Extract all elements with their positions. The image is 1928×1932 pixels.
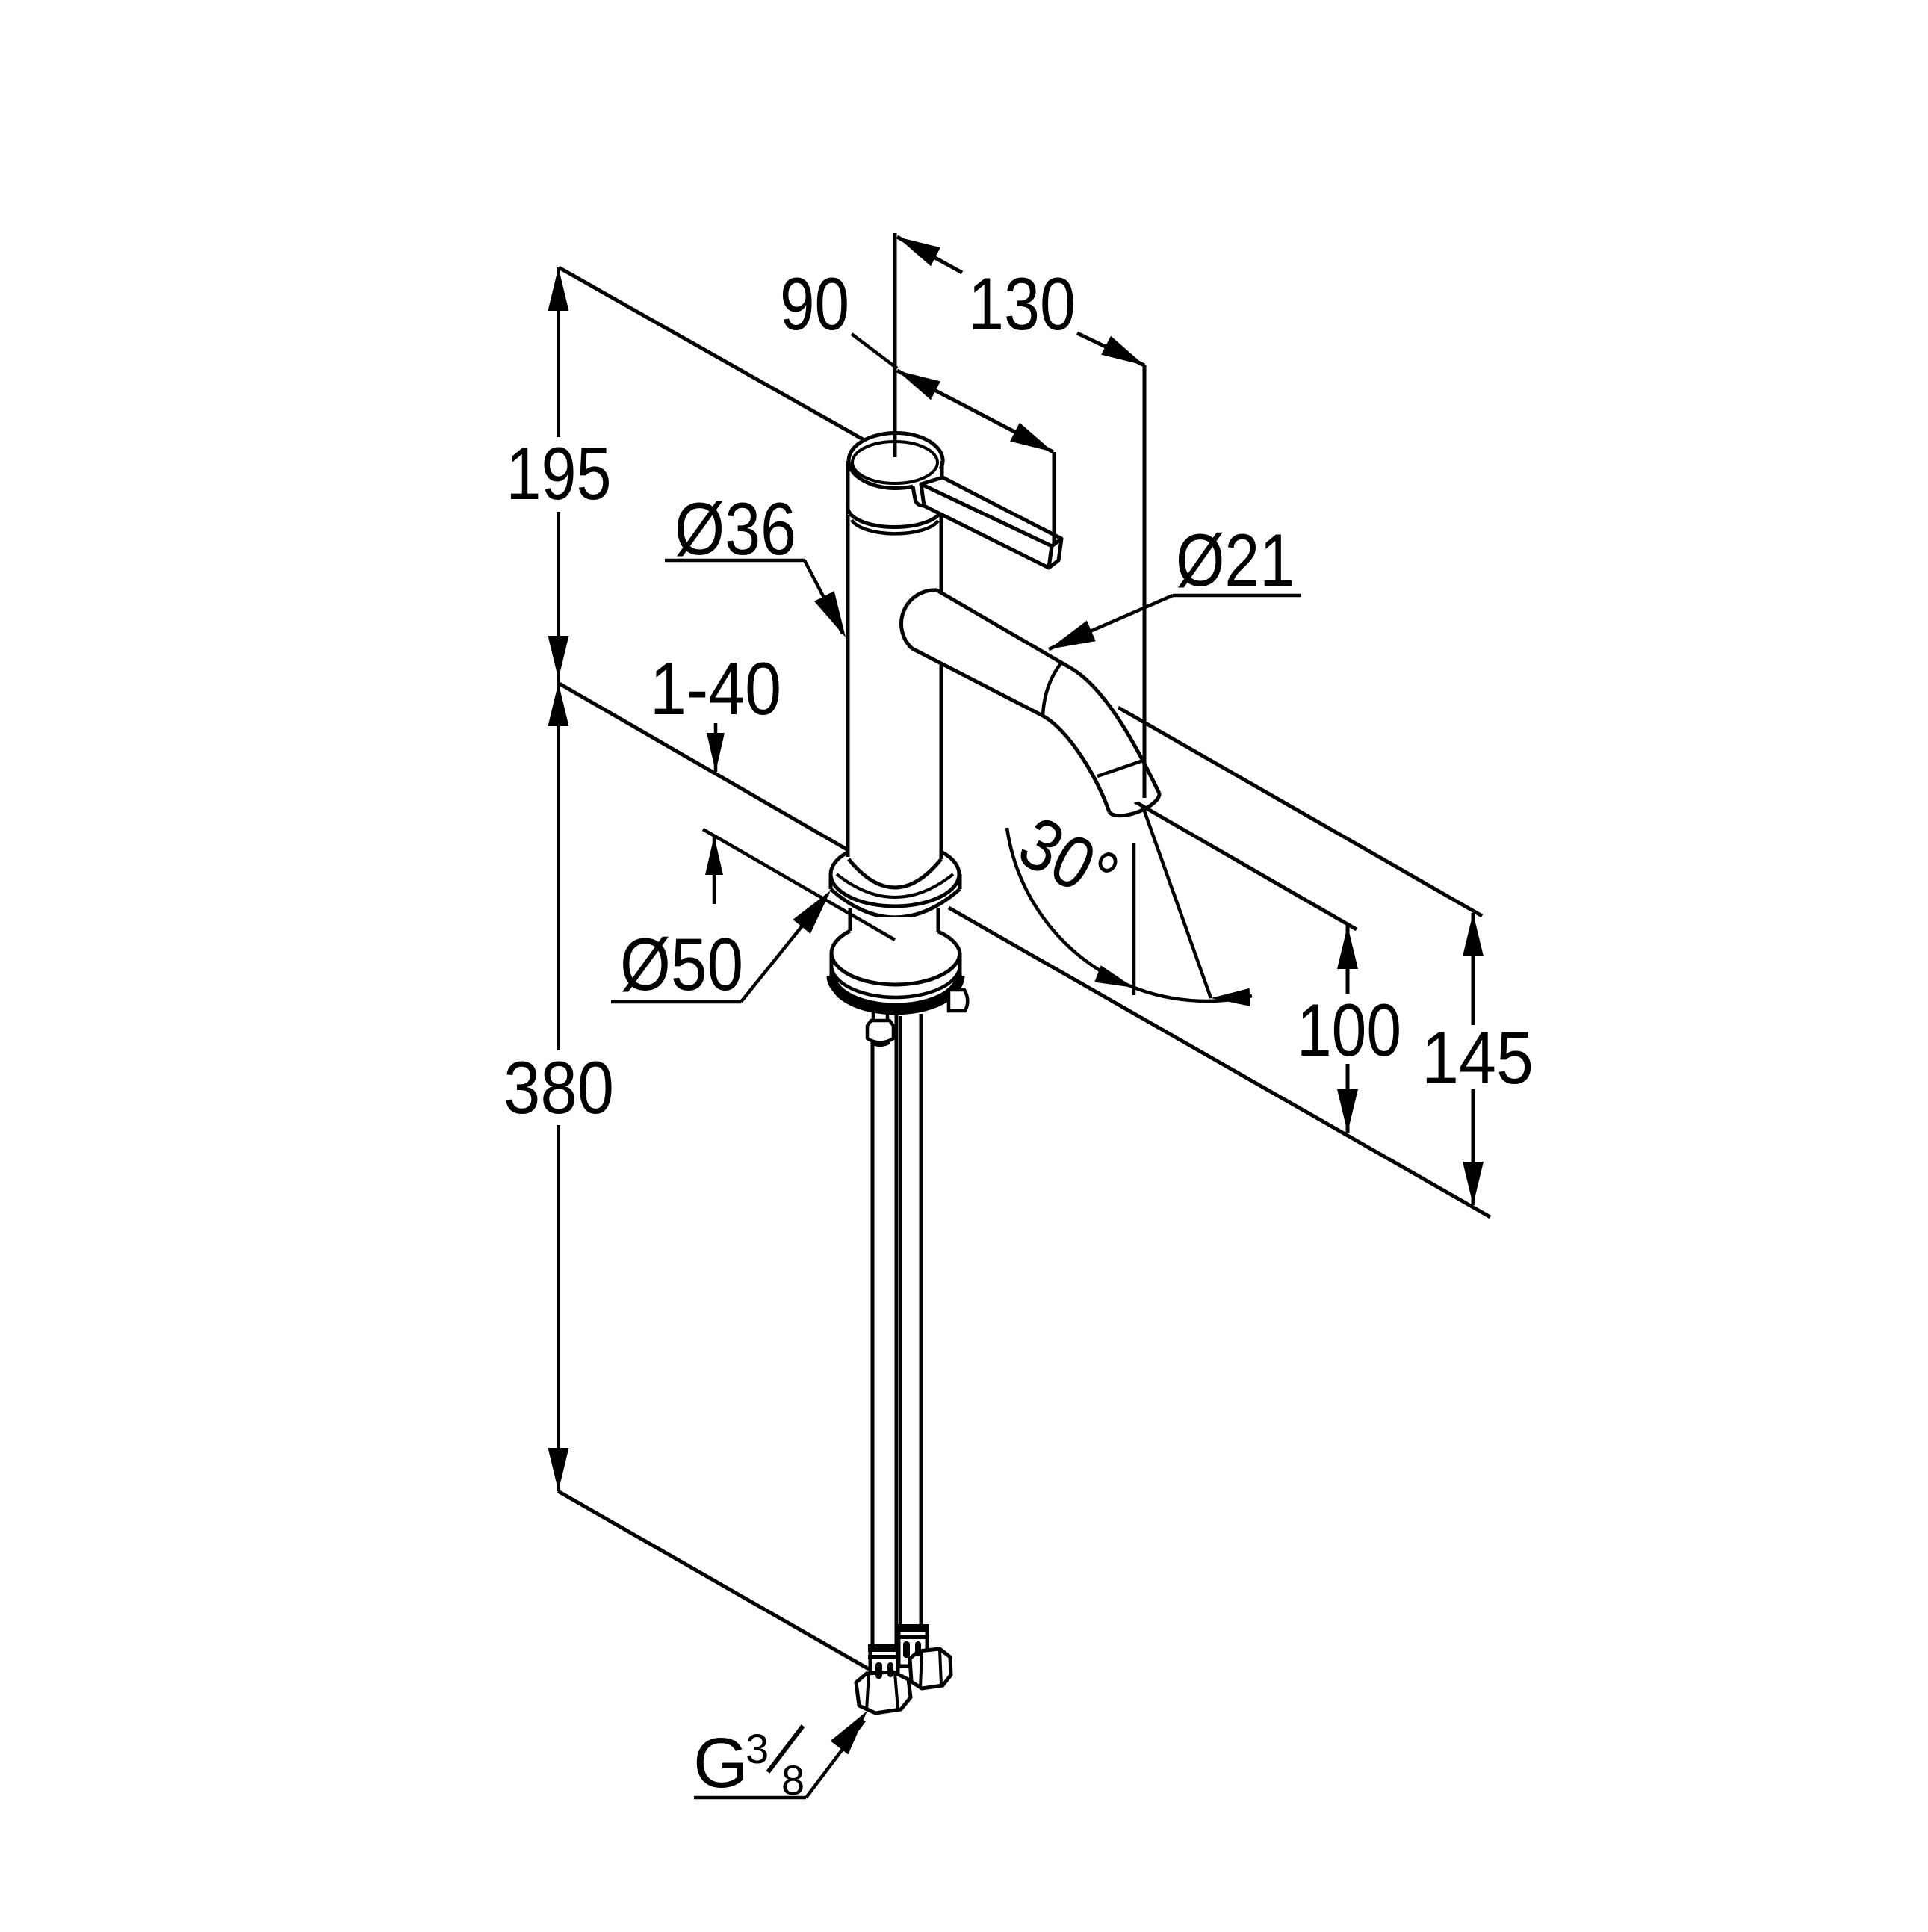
svg-text:145: 145 [1422,1016,1534,1099]
svg-text:Ø50: Ø50 [620,923,743,1006]
svg-text:G: G [693,1724,748,1803]
svg-text:100: 100 [1297,988,1401,1071]
svg-text:Ø21: Ø21 [1176,518,1295,601]
svg-text:130: 130 [968,262,1076,345]
svg-text:380: 380 [503,1046,614,1129]
svg-text:3: 3 [746,1725,769,1772]
svg-text:1-40: 1-40 [650,647,781,730]
svg-text:195: 195 [506,432,612,515]
svg-text:Ø36: Ø36 [675,487,796,570]
svg-text:90: 90 [780,262,849,345]
svg-text:8: 8 [781,1756,805,1803]
